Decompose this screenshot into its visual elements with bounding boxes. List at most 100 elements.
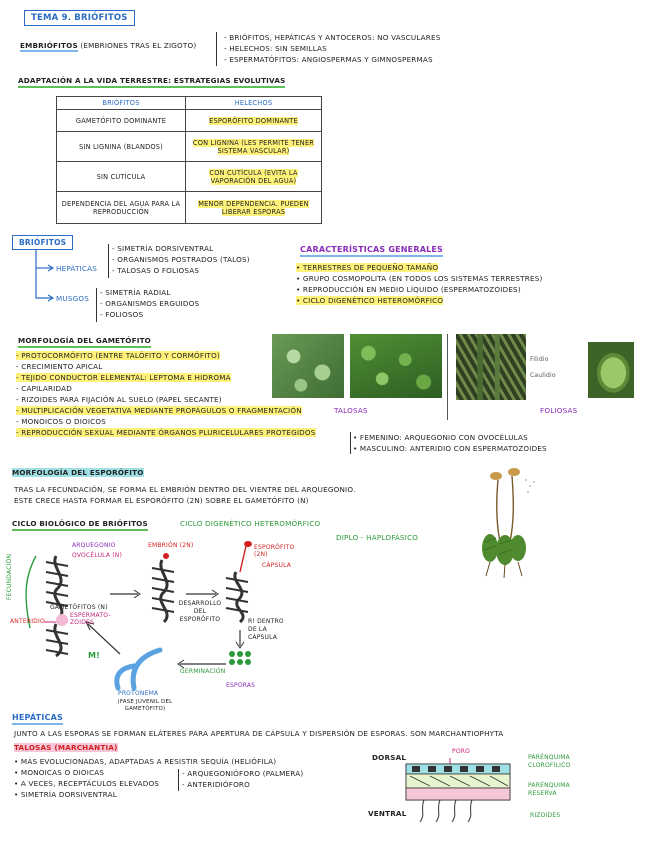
list-item: • A veces, receptáculos elevados xyxy=(14,779,160,788)
list-item: • Femenino: arquegonio con ovocélulas xyxy=(353,433,528,442)
table-cell: Esporófito dominante xyxy=(185,109,322,132)
list-item: • Monoicas o dioicas xyxy=(14,768,105,777)
espermatozoides-label: Espermato-zoides xyxy=(70,612,111,626)
hepaticas-title: Hepáticas xyxy=(12,712,63,725)
rizoides-label: Rizoides xyxy=(530,812,561,819)
list-item: - Organismos postrados (talos) xyxy=(112,255,250,264)
list-item: - Foliosos xyxy=(100,310,144,319)
parenquima-reserva-label: Parénquima reserva xyxy=(528,782,570,797)
embriofitos-list: - Briófitos, hepáticas y antoceros: no v… xyxy=(224,32,441,65)
musgos-list: - Simetría radial - Organismos erguidos … xyxy=(100,287,199,320)
photo-divider xyxy=(447,334,448,420)
talosas-list: • Más evolucionadas, adaptadas a resisti… xyxy=(14,756,276,800)
foliosa-photo-1 xyxy=(456,334,526,400)
list-item: • Más evolucionadas, adaptadas a resisti… xyxy=(14,757,277,766)
arquegonio-label: Arquegonio xyxy=(72,542,116,549)
caracteristicas-list: • Terrestres de pequeño tamaño • Grupo c… xyxy=(296,262,542,306)
page-title: Tema 9. Briófitos xyxy=(24,10,135,26)
table-cell: Gametófito dominante xyxy=(56,109,186,132)
adaptacion-title: Adaptación a la vida terrestre: estrateg… xyxy=(18,75,286,88)
list-item: - Capilaridad xyxy=(16,384,72,393)
sexual-list: • Femenino: arquegonio con ovocélulas • … xyxy=(353,432,547,454)
desarrollo-label: Desarrollo del esporófito xyxy=(178,600,222,623)
sexual-brace xyxy=(350,432,351,454)
list-item: - Protocormófito (entre talófito y cormó… xyxy=(16,351,221,360)
capsula-label: Cápsula xyxy=(262,562,292,569)
list-item: - Espermatófitos: angiospermas y gimnosp… xyxy=(224,55,433,64)
esporofito-title: Morfología del esporófito xyxy=(12,468,144,477)
list-item: - Talosas o foliosas xyxy=(112,266,200,275)
m-label: M! xyxy=(88,651,101,660)
life-cycle-diagram xyxy=(25,541,252,691)
list-item: - Monoicos o dioicos xyxy=(16,417,107,426)
comparison-table: Briófitos Helechos Gametófito dominante … xyxy=(56,96,322,224)
musgos-brace xyxy=(96,288,97,322)
list-item: • Masculino: anteridio con espermatozoid… xyxy=(353,444,547,453)
gametofito-list: - Protocormófito (entre talófito y cormó… xyxy=(16,350,316,438)
list-item: • Terrestres de pequeño tamaño xyxy=(296,263,439,272)
embriofitos-note: (embriones tras el zigoto) xyxy=(80,41,197,50)
protonema-label: Protonema xyxy=(118,690,159,697)
table-header: Helechos xyxy=(185,96,322,110)
list-item: - Helechos: sin semillas xyxy=(224,44,327,53)
gametophyte-shape xyxy=(45,555,69,622)
anteridio-label: Anteridio xyxy=(10,618,45,625)
germinacion-label: Germinación xyxy=(180,668,226,675)
table-cell: Sin cutícula xyxy=(56,161,186,192)
table-cell: Con cutícula (evita la vaporación del ag… xyxy=(185,161,322,192)
ventral-label: Ventral xyxy=(368,809,407,818)
table-cell: Sin lignina (blandos) xyxy=(56,131,186,162)
talosas-title: Talosas (Marchantia) xyxy=(14,743,118,752)
list-item: - Crecimiento apical xyxy=(16,362,103,371)
list-item: - Tejido conductor elemental: leptoma e … xyxy=(16,373,231,382)
esporofito-text: Tras la fecundación, se forma el embrión… xyxy=(14,484,355,506)
esporofito-label: Esporófito (2n) xyxy=(254,544,295,558)
list-item: - Anteridióforo xyxy=(182,780,250,789)
ciclo-diplo: Diplo - haplofásico xyxy=(336,533,419,542)
ciclo-subtitle: Ciclo digenético heteromórfico xyxy=(180,519,321,528)
embriofitos-brace xyxy=(216,32,221,66)
receptaculos-brace xyxy=(178,769,179,791)
list-item: - Simetría radial xyxy=(100,288,171,297)
foliosas-caption: Foliosas xyxy=(540,406,578,415)
protonema-note: (fase juvenil del gametófito) xyxy=(117,699,173,712)
parenquima-clorofilico-label: Parénquima clorofílico xyxy=(528,754,571,769)
list-item: - Multiplicación vegetativa mediante pro… xyxy=(16,406,302,415)
text-line: Tras la fecundación, se forma el embrión… xyxy=(14,485,356,494)
hepaticas-intro: Junto a las esporas se forman eláteres p… xyxy=(14,729,504,738)
list-item: - Rizoides para fijación al suelo (papel… xyxy=(16,395,222,404)
briofitos-title: Briófitos xyxy=(12,235,74,250)
briofitos-tree-lines xyxy=(35,250,55,302)
table-cell: Dependencia del agua para la reproducció… xyxy=(56,191,186,224)
list-item: - Briófitos, hepáticas y antoceros: no v… xyxy=(224,33,441,42)
caracteristicas-title: Características generales xyxy=(300,244,444,257)
gametofitos-label: Gametófitos (n) xyxy=(50,604,108,611)
list-item: - Simetría dorsiventral xyxy=(112,244,214,253)
fecundacion-label: Fecundación xyxy=(6,553,13,600)
gametofito-title: Morfología del gametófito xyxy=(18,335,151,348)
hepaticas-label: Hepáticas xyxy=(56,264,97,273)
list-item: - Arquegonióforo (palmera) xyxy=(182,769,304,778)
list-item: • Ciclo digenético heteromórfico xyxy=(296,296,444,305)
table-cell: Con lignina (les permite tener sistema v… xyxy=(185,131,322,162)
ri-label: R! dentro de la cápsula xyxy=(248,618,284,641)
list-item: • Simetría dorsiventral xyxy=(14,790,117,799)
talosa-photo-1 xyxy=(272,334,344,398)
embriofitos-label: Embriófitos (embriones tras el zigoto) xyxy=(20,40,197,52)
foliosa-photo-2 xyxy=(588,342,634,398)
table-header: Briófitos xyxy=(56,96,186,110)
list-item: - Reproducción sexual mediante órganos p… xyxy=(16,428,316,437)
embrion-label: Embrión (2n) xyxy=(148,542,194,549)
musgos-label: Musgos xyxy=(56,294,90,303)
esporas-label: Esporas xyxy=(226,682,256,689)
talosas-caption: Talosas xyxy=(334,406,368,415)
table-cell: Menor dependencia. Pueden liberar espora… xyxy=(185,191,322,224)
list-item: • Grupo cosmopolita (en todos los sistem… xyxy=(296,274,543,283)
filidio-label: Filidio xyxy=(530,356,549,363)
caulidio-label: Caulidio xyxy=(530,372,556,379)
receptaculos-list: - Arquegonióforo (palmera) - Anteridiófo… xyxy=(182,768,303,790)
hepaticas-brace xyxy=(108,244,109,278)
hepaticas-list: - Simetría dorsiventral - Organismos pos… xyxy=(112,243,250,276)
list-item: • Reproducción en medio líquido (esperma… xyxy=(296,285,521,294)
poro-label: Poro xyxy=(452,748,471,755)
